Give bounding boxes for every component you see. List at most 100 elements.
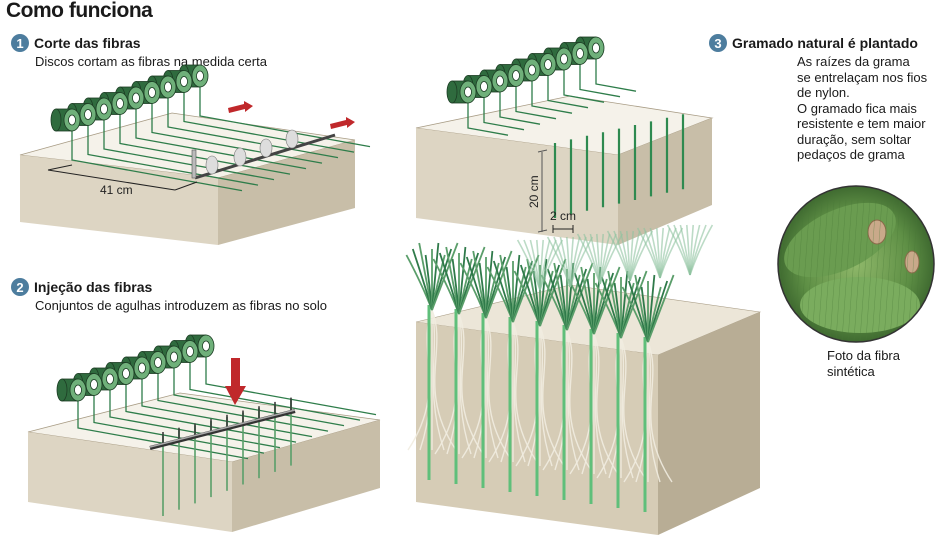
cutting-disc <box>205 155 219 175</box>
step-description: Discos cortam as fibras na medida certa <box>35 54 267 69</box>
root <box>512 321 538 463</box>
width-dimension: 41 cm <box>47 164 198 197</box>
spool-hole <box>154 357 162 368</box>
needle-bar <box>149 409 296 450</box>
spool-hole <box>180 76 188 87</box>
step-number-badge: 3 <box>709 34 727 52</box>
cutting-disc <box>259 138 273 158</box>
fiber-texture <box>877 199 889 341</box>
root <box>431 309 457 451</box>
spool-hole <box>480 81 488 92</box>
cutter-bar <box>191 129 336 180</box>
caption-line: Foto da fibra <box>827 348 900 363</box>
fiber-spools-3 <box>446 36 605 104</box>
spool-hole <box>544 59 552 70</box>
photo-caption: Foto da fibra sintética <box>827 348 900 380</box>
step-number-badge: 1 <box>11 34 29 52</box>
spool-core <box>867 219 887 245</box>
spool-hole <box>560 53 568 65</box>
root <box>512 321 526 463</box>
spool-hole <box>100 103 108 115</box>
spool-hole <box>148 87 156 98</box>
fiber-lines-2 <box>77 346 377 460</box>
grass-blade <box>593 266 621 335</box>
fiber-line <box>199 76 371 148</box>
fiber-texture <box>835 199 847 341</box>
step-2: 2 Injeção das fibras Conjuntos de agulhas… <box>11 278 327 313</box>
grass-blade <box>647 274 675 343</box>
fiber-line <box>515 75 557 120</box>
desc-line: pedaços de grama <box>797 147 905 162</box>
fiber-line <box>77 390 249 460</box>
spool-hole <box>90 379 98 390</box>
fiber-line <box>563 59 605 103</box>
depth-dimension: 20 cm 2 cm <box>527 149 576 233</box>
fiber-texture <box>805 199 817 341</box>
soil-block-4 <box>415 284 762 535</box>
grass-tufts <box>405 224 714 343</box>
grass-blade-faded <box>629 230 654 282</box>
fiber-texture <box>847 199 859 341</box>
grass-blade-faded <box>689 224 714 276</box>
spool-hole <box>464 86 472 98</box>
spool-hole <box>122 368 130 379</box>
spool-back <box>446 80 458 104</box>
grass-blade <box>485 250 513 319</box>
spool-hole <box>138 362 146 374</box>
root <box>485 317 499 459</box>
fiber-line <box>467 92 509 136</box>
step-number-badge: 2 <box>11 278 29 296</box>
fiber-texture <box>823 199 835 341</box>
spool-hole <box>68 114 76 126</box>
grass-blade <box>566 262 594 331</box>
root <box>566 329 592 471</box>
spool-hole <box>74 384 82 396</box>
fiber-texture <box>811 199 823 341</box>
step-heading: Gramado natural é plantado <box>732 35 918 51</box>
fiber-texture <box>817 199 829 341</box>
root <box>431 309 445 451</box>
grass-blade <box>431 242 459 311</box>
root <box>485 317 511 459</box>
fiber-line <box>205 346 377 416</box>
spool-hole <box>164 81 172 93</box>
fiber-line <box>109 379 281 449</box>
cutting-disc <box>285 129 299 149</box>
fiber-texture <box>901 199 913 341</box>
grass-blade-faded <box>539 239 564 291</box>
spool-photo <box>784 202 896 278</box>
spool-hole <box>202 340 210 352</box>
fiber-texture <box>907 199 919 341</box>
arrow-icon <box>228 101 355 129</box>
root <box>539 325 553 467</box>
root <box>620 337 634 479</box>
grass-blade <box>458 246 486 315</box>
spool-hole <box>528 64 536 76</box>
step-description: Conjuntos de agulhas introduzem as fibra… <box>35 298 327 313</box>
width-label: 41 cm <box>100 183 133 197</box>
root <box>566 329 580 471</box>
soil-block-1 <box>19 112 356 245</box>
desc-line: resistente e tem maior <box>797 116 926 131</box>
fiber-line <box>499 81 541 125</box>
fiber-line <box>125 373 297 443</box>
root <box>593 333 619 475</box>
inserted-fibers <box>553 114 685 218</box>
fiber-line <box>93 384 265 454</box>
spool-hole <box>132 92 140 104</box>
fiber-spools-2 <box>56 334 215 402</box>
root <box>539 325 565 467</box>
step-3-description: As raízes da grama se entrelaçam nos fio… <box>797 54 937 163</box>
fiber-texture <box>871 199 883 341</box>
fiber-line <box>595 48 637 92</box>
root <box>458 313 472 455</box>
fiber-lines-1 <box>71 76 371 192</box>
spool-back <box>50 108 62 132</box>
desc-line: As raízes da grama <box>797 54 910 69</box>
desc-line: O gramado fica mais <box>797 100 917 116</box>
step-heading: Injeção das fibras <box>34 279 153 295</box>
spool-core <box>904 250 920 274</box>
fiber-line <box>189 351 361 421</box>
